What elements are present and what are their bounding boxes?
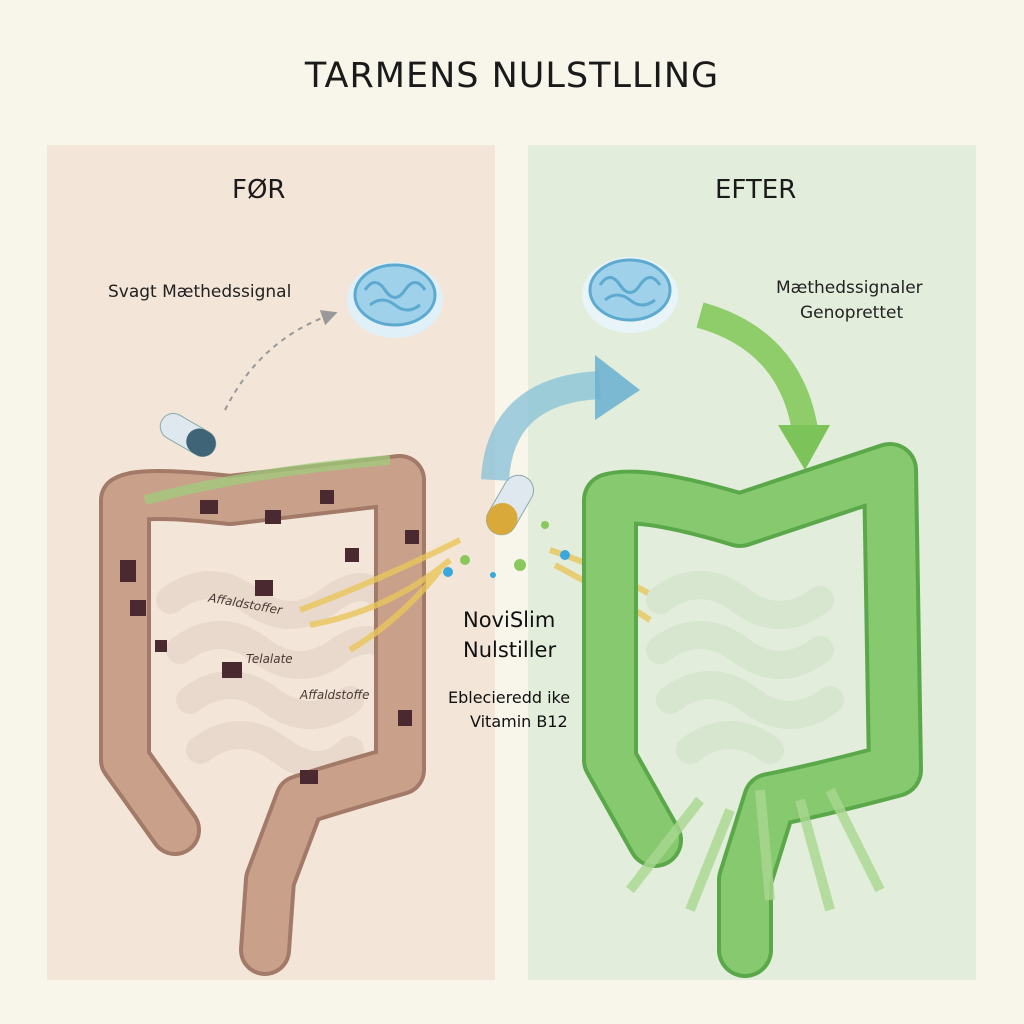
capsule-icon-before [159, 413, 217, 457]
waste-particles [120, 490, 419, 784]
after-heading: EFTER [715, 175, 797, 205]
after-signal-line2: Genoprettet [800, 303, 904, 323]
waste-label: Telalate [246, 652, 293, 666]
weak-signal-label: Svagt Mæthedssignal [108, 282, 292, 302]
product-name-line1: NoviSlim [463, 608, 556, 632]
small-intestine-after [646, 571, 844, 764]
green-arrow [696, 302, 818, 433]
small-intestine-before [156, 571, 404, 779]
bubbles [460, 521, 549, 571]
after-signal-line1: Mæthedssignaler [776, 278, 923, 298]
ingredient-2: Vitamin B12 [470, 712, 568, 731]
product-name-line2: Nulstiller [463, 638, 557, 662]
brain-icon-before [347, 262, 443, 338]
blue-arrow [481, 371, 601, 482]
waste-label: Affaldstoffe [300, 688, 370, 702]
before-heading: FØR [232, 175, 286, 205]
dashed-arrow [224, 310, 338, 411]
page-title: TARMENS NULSTLLING [304, 56, 720, 96]
capsule-icon-product [486, 474, 534, 536]
release-arrows [626, 787, 885, 912]
brain-icon-after [582, 257, 678, 333]
ingredient-1: Eblecieredd ike [448, 688, 571, 707]
splash-before [298, 537, 462, 653]
